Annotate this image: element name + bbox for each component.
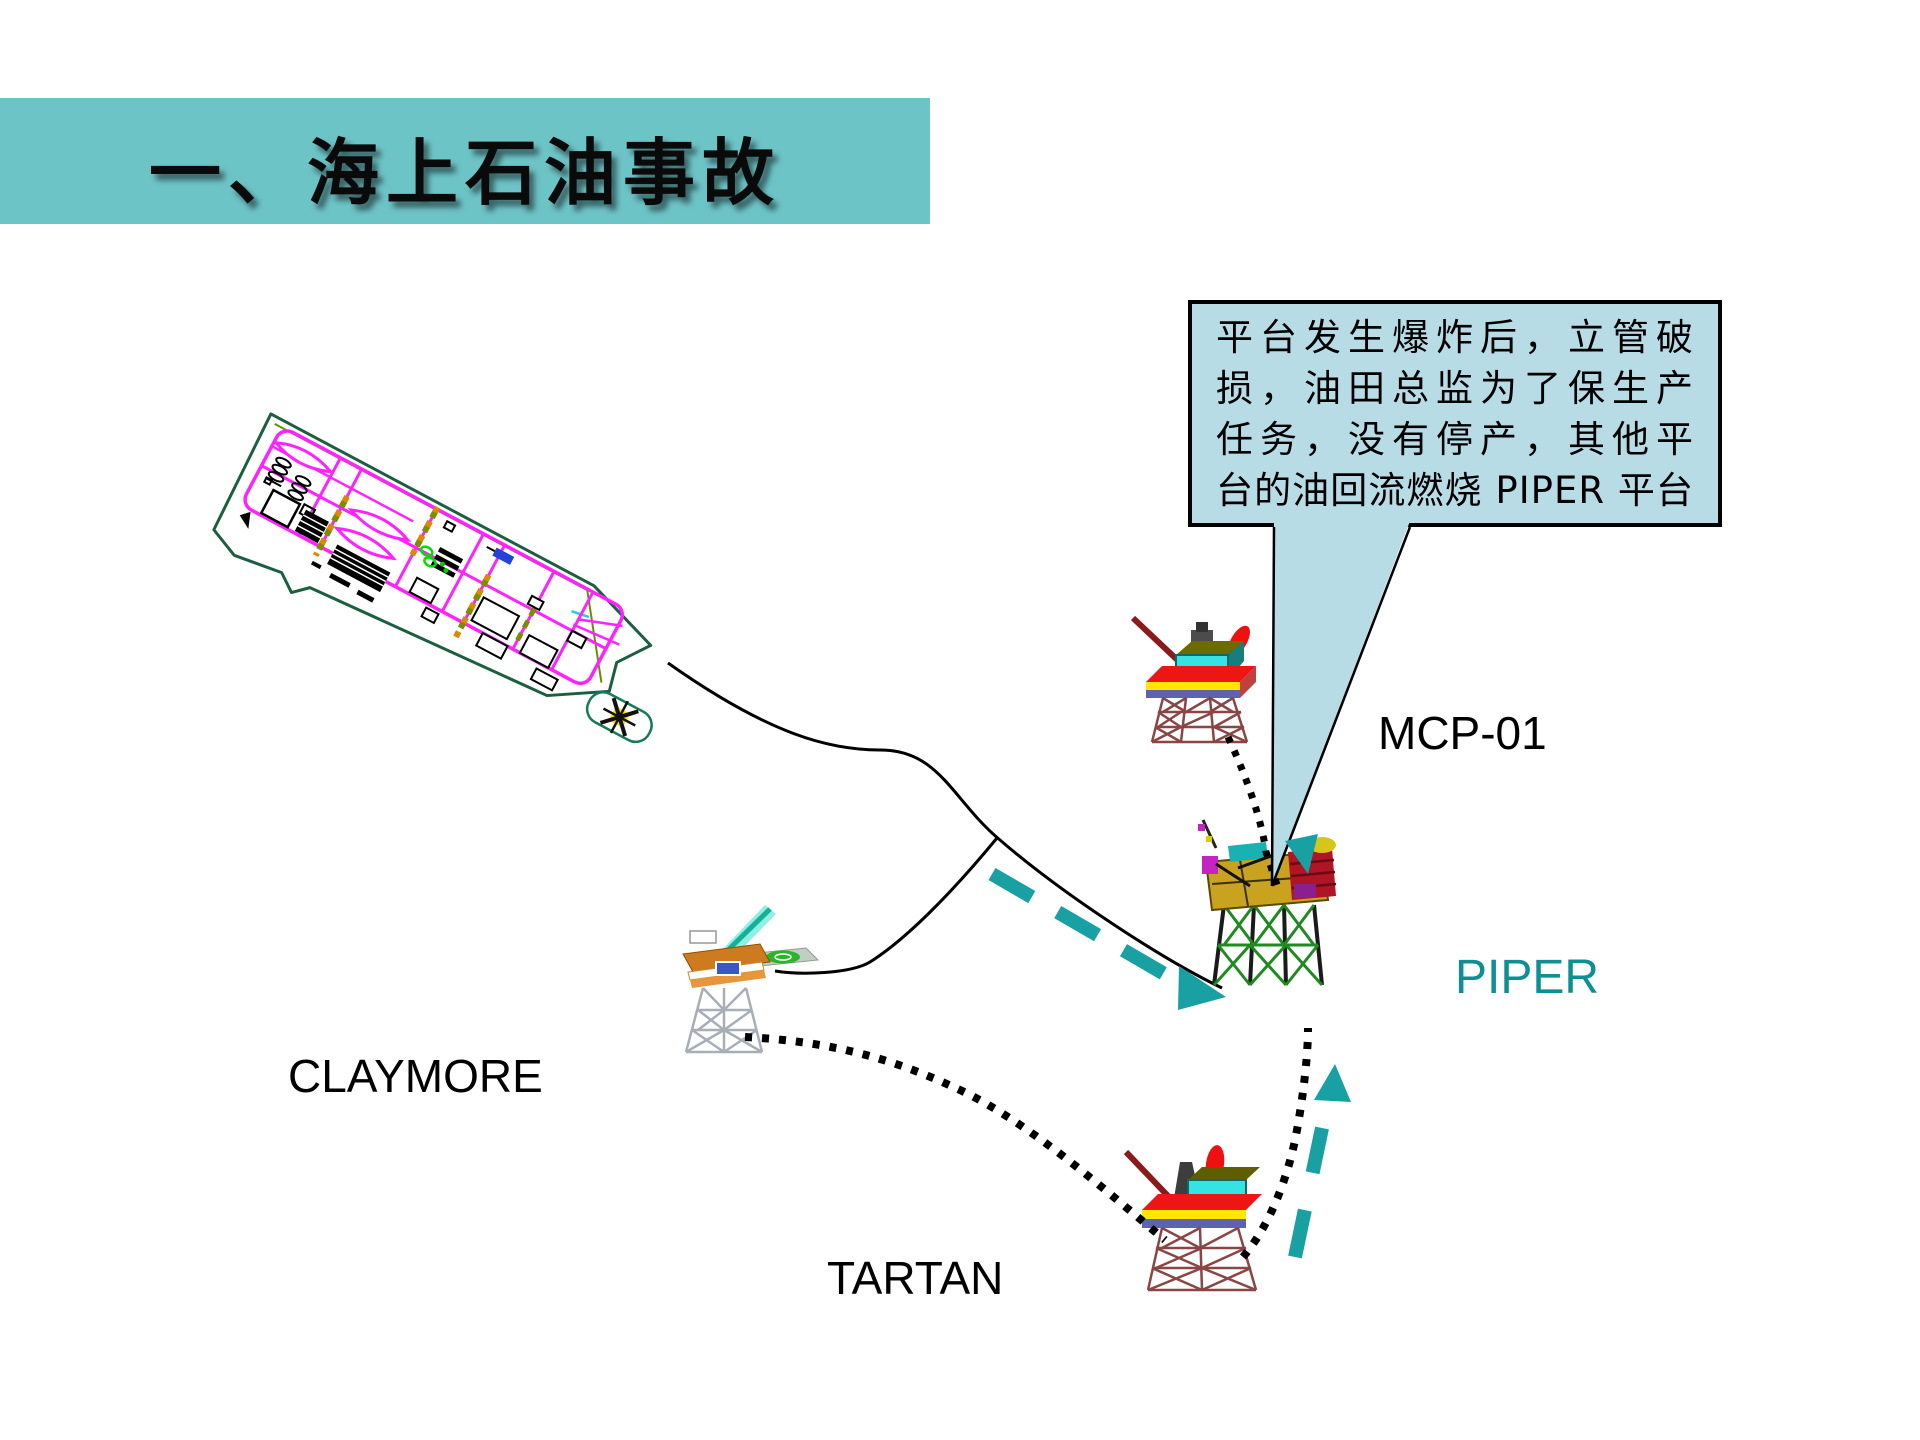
oil-platform-claymore-icon: [682, 905, 820, 1054]
flow-arrow-head-icon: [1285, 834, 1318, 874]
pipeline-lines: [667, 661, 1223, 990]
callout-line: 任务，没有停产，其他平: [1216, 418, 1694, 461]
callout-box: 平台发生爆炸后，立管破 损，油田总监为了保生产 任务，没有停产，其他平 台的油回…: [1188, 300, 1722, 527]
label-tartan: TARTAN: [827, 1252, 1004, 1304]
label-piper: PIPER: [1455, 951, 1600, 1004]
oil-platform-mcp01-icon: [1130, 615, 1256, 744]
callout-line: 损，油田总监为了保生产: [1216, 367, 1694, 410]
slide-title: 一、海上石油事故: [148, 134, 781, 214]
callout-pointer-icon: [1270, 521, 1412, 887]
helipad-icon: [766, 950, 800, 964]
title-banner: 一、海上石油事故: [0, 98, 930, 224]
gas-route-mcp-piper: [1224, 735, 1282, 890]
callout-line: 台的油回流燃烧 PIPER 平台: [1216, 469, 1694, 512]
flow-arrow-icon: [1288, 1064, 1351, 1259]
gas-route-claymore-tartan: [744, 1033, 1168, 1244]
oil-platform-tartan-icon: [1123, 1145, 1262, 1292]
ship-deck-plan-icon: [212, 412, 653, 744]
helicopter-icon: [599, 697, 639, 737]
flow-arrow-icon: [988, 867, 1226, 1010]
gas-route-tartan-piper: [1239, 1027, 1312, 1260]
label-claymore: CLAYMORE: [288, 1050, 543, 1102]
callout-line: 平台发生爆炸后，立管破: [1216, 316, 1694, 359]
label-mcp01: MCP-01: [1378, 707, 1547, 759]
